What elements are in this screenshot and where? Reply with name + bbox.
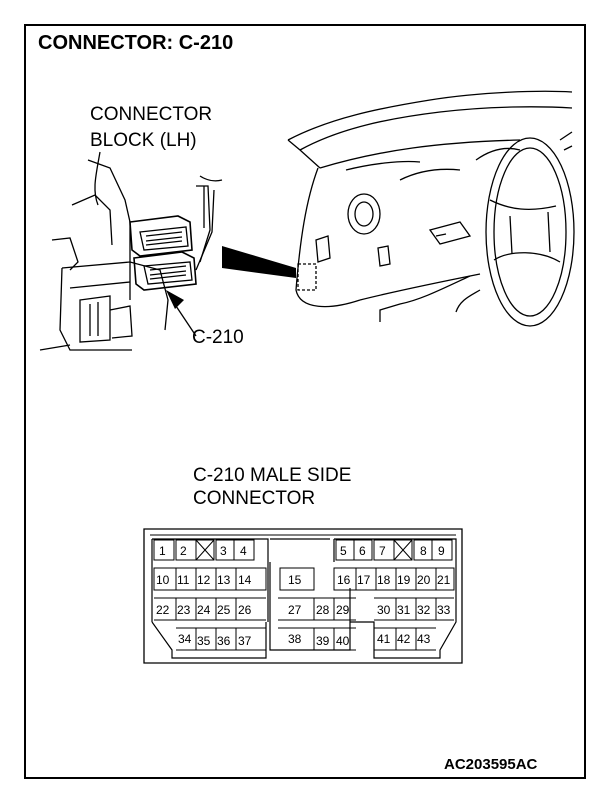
pin-39: 39 (316, 634, 330, 648)
dashboard-illustration (287, 90, 575, 327)
pin-35: 35 (197, 634, 211, 648)
pin-1: 1 (159, 544, 166, 558)
pin-11: 11 (177, 573, 190, 587)
pin-26: 26 (238, 603, 252, 617)
pin-38: 38 (288, 632, 302, 646)
pin-27: 27 (288, 603, 302, 617)
pin-43: 43 (417, 632, 431, 646)
pin-21: 21 (437, 573, 451, 587)
connector-block-illustration (39, 151, 223, 351)
pin-6: 6 (359, 544, 366, 558)
pin-2: 2 (180, 544, 187, 558)
connector-face: 1 2 3 4 5 6 7 8 9 10 11 12 13 14 15 16 1… (143, 528, 463, 664)
pin-19: 19 (397, 573, 411, 587)
pin-13: 13 (217, 573, 231, 587)
pin-42: 42 (397, 632, 411, 646)
pin-8: 8 (420, 544, 427, 558)
pin-37: 37 (238, 634, 252, 648)
pin-33: 33 (437, 603, 451, 617)
pin-10: 10 (156, 573, 170, 587)
connector-block-label-line1: CONNECTOR (90, 104, 213, 125)
pin-36: 36 (217, 634, 231, 648)
c210-location-dashed-box (297, 263, 317, 291)
pin-24: 24 (197, 603, 211, 617)
pin-14: 14 (238, 573, 252, 587)
pin-34: 34 (178, 632, 192, 646)
pin-17: 17 (357, 573, 371, 587)
pin-3: 3 (220, 544, 227, 558)
pin-30: 30 (377, 603, 391, 617)
pin-18: 18 (377, 573, 391, 587)
pin-31: 31 (397, 603, 411, 617)
pin-32: 32 (417, 603, 431, 617)
pin-9: 9 (438, 544, 445, 558)
pin-16: 16 (337, 573, 351, 587)
location-pointer-wedge (222, 246, 296, 278)
diagram-frame (24, 24, 586, 779)
pin-12: 12 (197, 573, 211, 587)
pin-40: 40 (336, 634, 350, 648)
pin-7: 7 (379, 544, 386, 558)
connector-face-title-line1: C-210 MALE SIDE (193, 465, 352, 486)
pin-25: 25 (217, 603, 231, 617)
pin-5: 5 (340, 544, 347, 558)
pin-41: 41 (377, 632, 391, 646)
pin-23: 23 (177, 603, 191, 617)
diagram-title: CONNECTOR: C-210 (38, 32, 234, 54)
pin-29: 29 (336, 603, 350, 617)
connector-face-title-line2: CONNECTOR (193, 488, 316, 509)
pin-15: 15 (288, 573, 302, 587)
pin-22: 22 (156, 603, 170, 617)
pin-20: 20 (417, 573, 431, 587)
c210-callout-label: C-210 (192, 327, 244, 348)
pin-28: 28 (316, 603, 330, 617)
pin-4: 4 (240, 544, 247, 558)
connector-block-label-line2: BLOCK (LH) (90, 130, 197, 151)
c210-pointer-arrow (166, 290, 184, 309)
figure-code: AC203595AC (444, 756, 538, 773)
